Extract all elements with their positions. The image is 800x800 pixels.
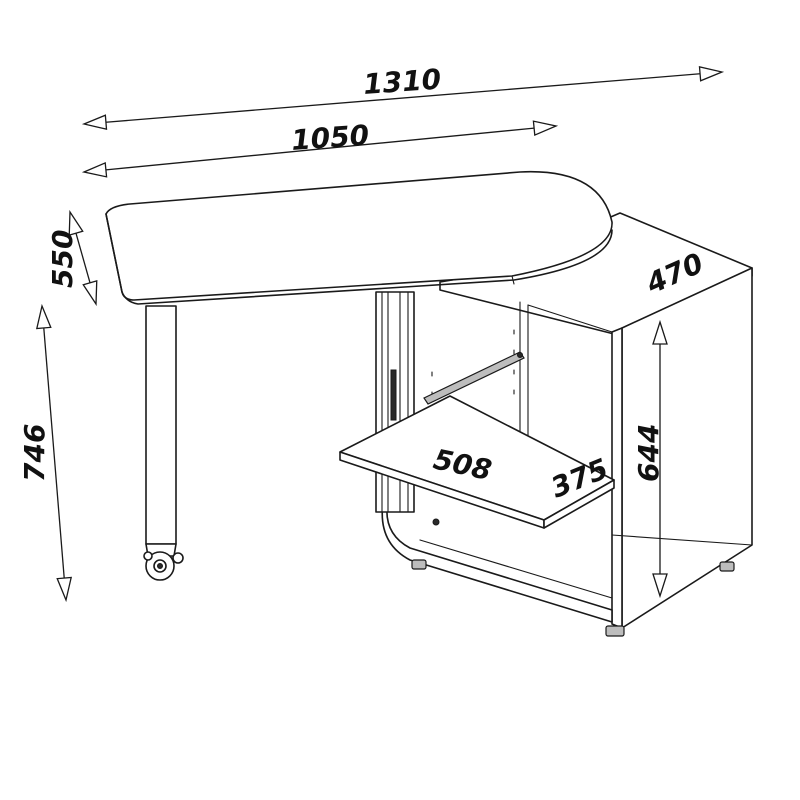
desk-leg bbox=[145, 305, 177, 557]
dim-cabinet-height bbox=[652, 319, 668, 599]
label-total-height: 746 bbox=[18, 424, 51, 482]
caster-wheel bbox=[143, 551, 184, 581]
cabinet-foot bbox=[605, 625, 625, 637]
dim-desk-length bbox=[81, 120, 559, 178]
label-desk-depth: 550 bbox=[46, 230, 79, 288]
cabinet-foot bbox=[411, 559, 427, 570]
dimension-arrows bbox=[35, 65, 725, 603]
cabinet-front-edge bbox=[611, 327, 623, 629]
drawer-rail bbox=[423, 351, 525, 405]
keyboard-shelf bbox=[339, 395, 615, 529]
cabinet-hinge-dot bbox=[432, 518, 440, 526]
cabinet bbox=[381, 212, 753, 637]
desk-top-surface bbox=[105, 170, 613, 301]
desk-top bbox=[105, 170, 613, 305]
label-cabinet-height: 644 bbox=[632, 424, 665, 482]
dim-desk-depth bbox=[68, 209, 98, 307]
dim-total-length bbox=[81, 65, 725, 131]
dim-total-height bbox=[35, 303, 73, 603]
label-desk-length: 1050 bbox=[290, 119, 370, 157]
label-total-length: 1310 bbox=[362, 63, 442, 101]
cabinet-foot bbox=[719, 561, 735, 572]
desk-top-edge bbox=[105, 213, 613, 305]
